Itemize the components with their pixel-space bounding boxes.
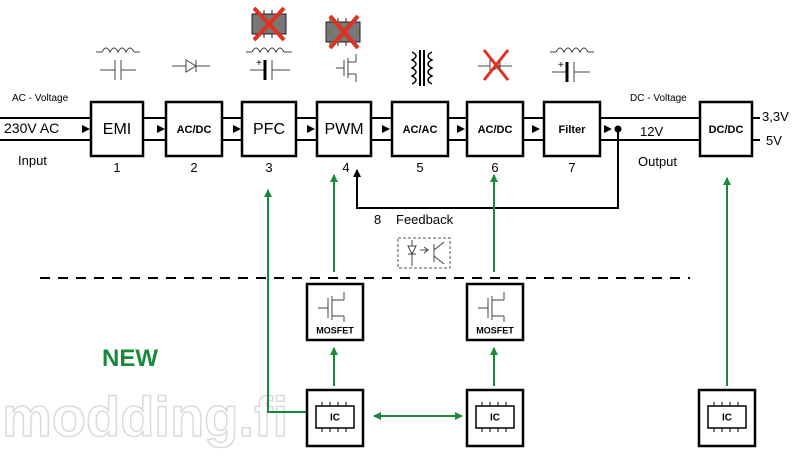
block-filter: Filter 7 <box>542 100 602 175</box>
dc-voltage-label: DC - Voltage <box>630 93 687 104</box>
green-connections <box>264 174 731 420</box>
mosfet-label-1: MOSFET <box>316 325 354 335</box>
feedback-loop <box>353 129 619 209</box>
block-emi-number: 1 <box>113 160 120 175</box>
diode-icon <box>172 59 210 73</box>
svg-text:+: + <box>256 58 262 69</box>
block-pwm-number: 4 <box>342 160 349 175</box>
chip-icon-3 <box>707 402 747 432</box>
block-ac-ac: AC/AC 5 <box>390 100 450 175</box>
feedback-number: 8 <box>374 212 381 227</box>
block-filter-number: 7 <box>568 160 575 175</box>
mosfet-icon-1 <box>318 292 345 322</box>
input-label: Input <box>18 153 47 168</box>
block-ac-dc-2-label: AC/DC <box>478 124 513 136</box>
block-ac-dc-1-number: 2 <box>190 160 197 175</box>
ic-box-2: IC <box>465 388 525 448</box>
inductor-capacitor-icon-7: + <box>550 47 594 82</box>
chip-icon-1 <box>315 402 355 432</box>
v12-label: 12V <box>640 124 663 139</box>
chip-icon-crossed-3 <box>251 6 287 42</box>
block-pfc-label: PFC <box>253 121 285 138</box>
block-dc-dc: DC/DC <box>698 100 754 158</box>
ic-box-1: IC <box>305 388 365 448</box>
mosfet-box-1: MOSFET <box>305 282 365 342</box>
out-33-label: 3,3V <box>762 109 789 124</box>
ac-input-label: 230V AC <box>4 120 59 136</box>
watermark: modding.fi <box>2 385 288 448</box>
mosfet-icon-2 <box>478 292 505 322</box>
out-5-label: 5V <box>766 133 782 148</box>
block-pwm: PWM 4 <box>315 100 373 175</box>
diode-icon-crossed <box>478 49 512 81</box>
ic-label-1: IC <box>330 413 340 424</box>
inductor-capacitor-icon-3: + <box>246 47 292 80</box>
ic-box-3: IC <box>697 388 757 448</box>
bus-arrows <box>82 125 612 133</box>
new-label: NEW <box>102 345 158 372</box>
block-ac-dc-2: AC/DC 6 <box>465 100 525 175</box>
block-ac-dc-1: AC/DC 2 <box>164 100 224 175</box>
block-ac-ac-number: 5 <box>416 160 423 175</box>
block-pfc-number: 3 <box>265 160 272 175</box>
chip-icon-2 <box>475 402 515 432</box>
mosfet-box-2: MOSFET <box>465 282 525 342</box>
optocoupler-icon <box>397 237 451 269</box>
mosfet-label-2: MOSFET <box>476 325 514 335</box>
feedback-label: Feedback <box>396 212 454 227</box>
inductor-capacitor-icon-1 <box>96 47 140 80</box>
output-label: Output <box>638 154 677 169</box>
ac-voltage-label: AC - Voltage <box>12 93 69 104</box>
chip-icon-crossed-4 <box>325 14 361 50</box>
block-pfc: PFC 3 <box>240 100 298 175</box>
ic-label-2: IC <box>490 413 500 424</box>
svg-text:+: + <box>558 60 564 71</box>
transformer-icon <box>410 50 434 86</box>
ic-label-3: IC <box>722 413 732 424</box>
block-ac-dc-1-label: AC/DC <box>177 124 212 136</box>
block-dc-dc-label: DC/DC <box>709 124 744 136</box>
block-emi-label: EMI <box>103 121 131 138</box>
block-emi: EMI 1 <box>89 100 145 175</box>
mosfet-small-icon <box>336 54 357 82</box>
block-ac-dc-2-number: 6 <box>491 160 498 175</box>
block-pwm-label: PWM <box>324 121 363 138</box>
block-filter-label: Filter <box>559 124 587 136</box>
block-ac-ac-label: AC/AC <box>403 124 438 136</box>
